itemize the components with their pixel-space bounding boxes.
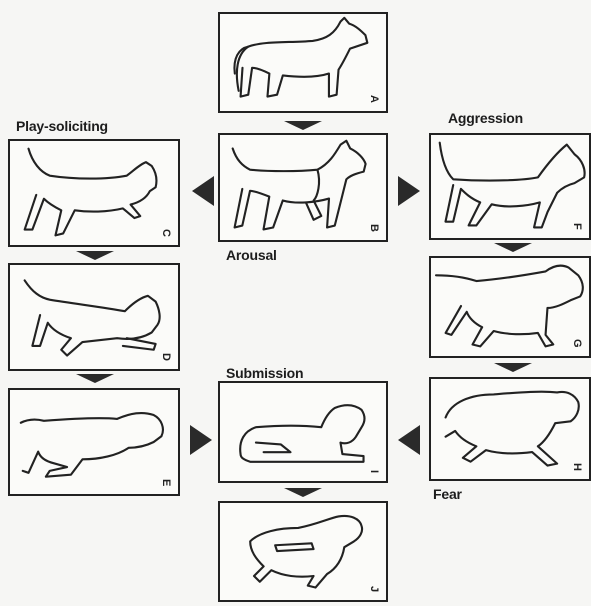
panel-c-play: C bbox=[8, 139, 180, 247]
panel-letter: H bbox=[571, 463, 583, 471]
panel-letter: D bbox=[160, 353, 172, 361]
panel-letter: B bbox=[368, 224, 380, 232]
dog-rolled-over-illustration bbox=[220, 503, 386, 600]
arrow-d-to-e bbox=[76, 374, 114, 383]
dog-aggression-illustration bbox=[431, 135, 589, 238]
panel-i-submission: I bbox=[218, 381, 388, 483]
panel-letter: F bbox=[571, 223, 583, 230]
panel-b-arousal: B bbox=[218, 133, 388, 242]
panel-f-aggression: F bbox=[429, 133, 591, 240]
dog-submission-illustration bbox=[220, 383, 386, 481]
label-play-soliciting: Play-soliciting bbox=[16, 118, 108, 134]
panel-e-crouch: E bbox=[8, 388, 180, 496]
panel-g-aggression-fear: G bbox=[429, 256, 591, 358]
arrow-c-to-d bbox=[76, 251, 114, 260]
label-fear: Fear bbox=[433, 486, 462, 502]
dog-arousal-illustration bbox=[220, 135, 386, 240]
label-arousal: Arousal bbox=[226, 247, 277, 263]
dog-play-illustration bbox=[10, 141, 178, 245]
panel-d-play-bow: D bbox=[8, 263, 180, 371]
arrow-e-to-i bbox=[190, 425, 212, 455]
arrow-b-to-f bbox=[398, 176, 420, 206]
arrow-b-to-c bbox=[192, 176, 214, 206]
panel-j-submission-roll: J bbox=[218, 501, 388, 602]
dog-play-bow-illustration bbox=[10, 265, 178, 369]
panel-h-fear: H bbox=[429, 377, 591, 481]
panel-letter: A bbox=[368, 95, 380, 103]
arrow-a-to-b bbox=[284, 121, 322, 130]
panel-a-neutral: A bbox=[218, 12, 388, 113]
panel-letter: I bbox=[368, 470, 380, 473]
panel-letter: C bbox=[160, 229, 172, 237]
arrow-f-to-g bbox=[494, 243, 532, 252]
dog-neutral-illustration bbox=[220, 14, 386, 111]
label-submission: Submission bbox=[226, 365, 303, 381]
arrow-i-to-j bbox=[284, 488, 322, 497]
dog-fear-illustration bbox=[431, 379, 589, 479]
label-aggression: Aggression bbox=[448, 110, 523, 126]
arrow-g-to-h bbox=[494, 363, 532, 372]
arrow-h-to-i bbox=[398, 425, 420, 455]
dog-crouch-illustration bbox=[10, 390, 178, 494]
dog-aggressive-fear-illustration bbox=[431, 258, 589, 356]
panel-letter: J bbox=[368, 586, 380, 592]
panel-letter: E bbox=[160, 479, 172, 486]
panel-letter: G bbox=[571, 339, 583, 348]
